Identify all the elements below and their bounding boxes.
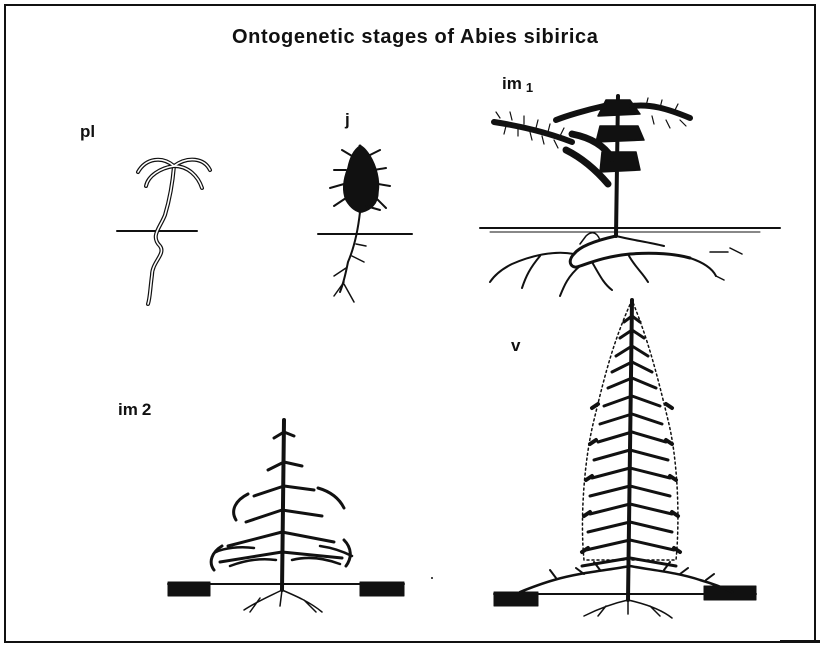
seedling-j-drawing xyxy=(318,146,412,302)
seedling-pl-drawing xyxy=(117,160,210,304)
tree-v-drawing xyxy=(494,300,756,618)
tree-im1-drawing xyxy=(480,96,780,296)
tree-im2-drawing xyxy=(168,420,433,612)
corner-mark xyxy=(780,640,820,643)
